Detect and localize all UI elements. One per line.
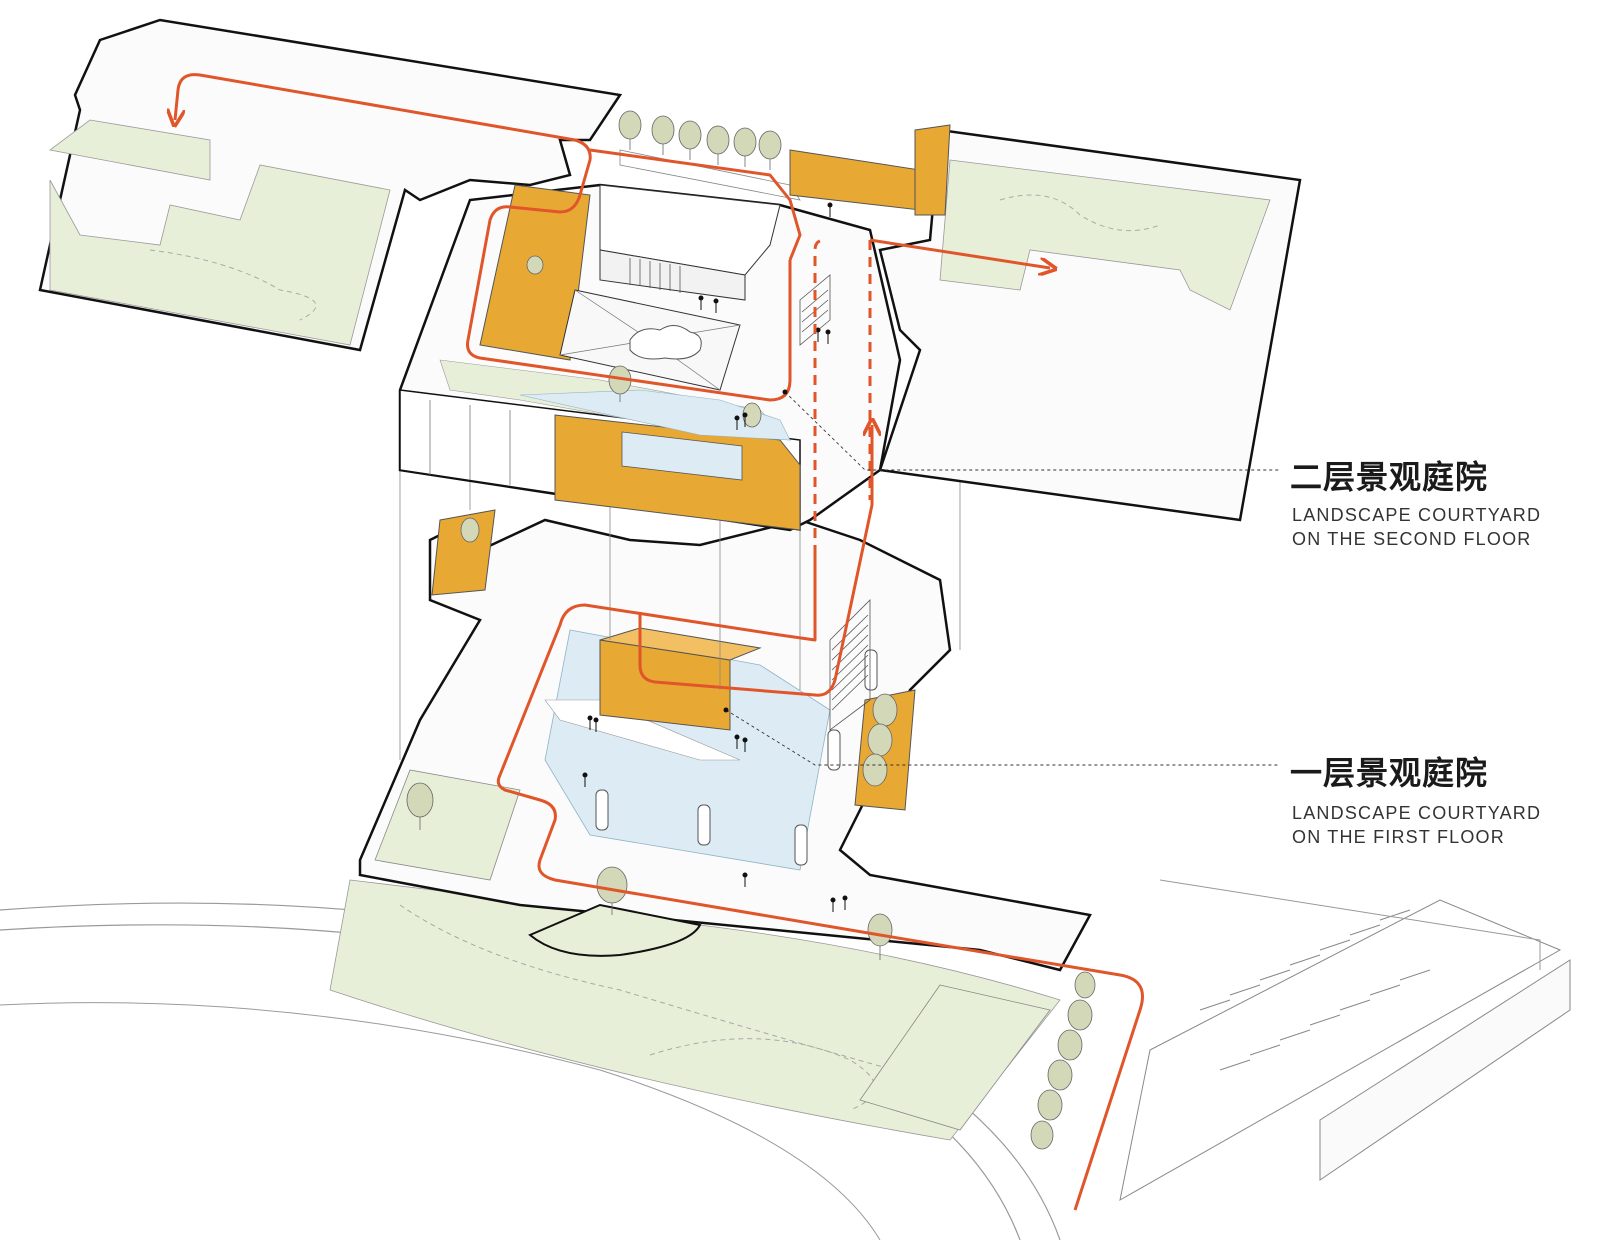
right-wing-lawn [939,159,1271,311]
tree-icon [651,115,675,155]
person-icon [587,715,593,730]
tree-icon [406,782,434,830]
tree-icon [733,127,757,167]
trees [406,110,1096,1150]
person-icon [734,734,740,749]
tree-icon [618,110,642,150]
stair-first-floor [829,599,871,731]
tree-icon [872,693,898,727]
cloud-sculpture-icon [629,325,702,360]
person-icon [830,897,836,912]
tree-icon [1030,1120,1054,1150]
second-floor-subtitle-line2: ON THE SECOND FLOOR [1292,529,1532,549]
person-icon [842,895,848,910]
person-icon [742,872,748,887]
circulation-path [175,73,1144,1211]
tree-icon [526,255,544,275]
second-floor-subtitle-line1: LANDSCAPE COURTYARD [1292,505,1542,525]
left-wing-lawn [49,119,391,346]
first-floor-subtitle-line1: LANDSCAPE COURTYARD [1292,803,1542,823]
second-floor-loop [175,73,792,402]
dashed-vertical [813,238,826,555]
site-ground [0,879,1571,1240]
tree-icon [1057,1029,1083,1061]
tree-icon [678,120,702,160]
tree-icon [1047,1059,1073,1091]
parking-lot [1119,899,1571,1201]
second-floor-plan [38,18,1302,532]
person-icon [827,202,833,217]
tree-icon [867,913,893,960]
second-floor-title: 二层景观庭院 [1290,458,1489,496]
person-icon [698,295,704,310]
tree-icon [706,125,730,165]
leader-lines [725,391,1280,766]
tree-icon [1074,971,1096,999]
person-icon [742,737,748,752]
orange-wall-right [789,149,921,211]
first-floor-loop [638,425,872,697]
tree-icon [1037,1089,1063,1121]
person-icon [593,717,599,732]
tree-icon [596,866,628,915]
person-icon [825,329,831,344]
tree-icon [758,130,782,170]
second-floor-pool [519,389,791,441]
tree-icon [862,753,888,787]
tree-icon [867,723,893,757]
person-icon [582,772,588,787]
tree-icon [460,517,480,543]
projection-lines [399,470,961,760]
person-icon [742,412,748,427]
tree-icon [1067,999,1093,1031]
person-icon [734,415,740,430]
person-icon [713,298,719,313]
first-floor-subtitle-line2: ON THE FIRST FLOOR [1292,827,1505,847]
people [582,202,848,912]
first-floor-title: 一层景观庭院 [1290,754,1489,792]
